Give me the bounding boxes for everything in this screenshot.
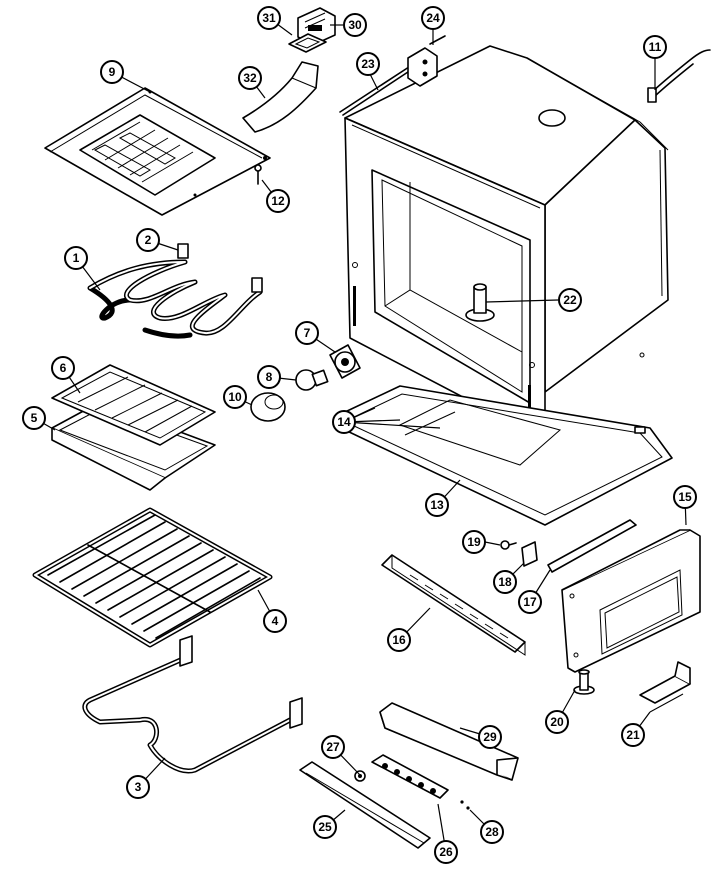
callout-17: 17	[518, 590, 542, 614]
callout-5: 5	[22, 406, 46, 430]
callout-12: 12	[266, 189, 290, 213]
callout-11: 11	[643, 35, 667, 59]
part-20-leveling-leg	[573, 669, 595, 695]
svg-text:12: 12	[271, 194, 285, 208]
callout-23: 23	[356, 52, 380, 76]
part-21-anti-tip-bracket	[639, 661, 691, 713]
callout-16: 16	[387, 628, 411, 652]
part-17-strip	[547, 519, 637, 573]
callout-1: 1	[64, 246, 88, 270]
svg-text:21: 21	[626, 728, 640, 742]
callout-21: 21	[621, 723, 645, 747]
svg-text:24: 24	[426, 11, 440, 25]
part-26-switch-bank	[371, 754, 449, 799]
callout-30: 30	[343, 13, 367, 37]
svg-text:28: 28	[485, 825, 499, 839]
oven-cavity	[344, 45, 669, 441]
callout-29: 29	[478, 725, 502, 749]
svg-text:4: 4	[272, 614, 279, 628]
callout-14: 14	[332, 410, 356, 434]
svg-text:1: 1	[73, 251, 80, 265]
callout-32: 32	[238, 66, 262, 90]
part-29-control-panel	[379, 702, 519, 781]
part-7-light-socket	[329, 344, 361, 379]
part-25-trim	[299, 761, 431, 849]
part-1-broil-element	[87, 243, 263, 339]
part-6-broiler-grid	[51, 364, 216, 446]
callout-22: 22	[558, 288, 582, 312]
svg-text:13: 13	[430, 498, 444, 512]
svg-text:8: 8	[266, 370, 273, 384]
svg-text:2: 2	[145, 233, 152, 247]
callout-6: 6	[51, 356, 75, 380]
part-23-rod	[339, 64, 415, 116]
svg-text:9: 9	[109, 65, 116, 79]
part-15-drawer-front	[561, 529, 701, 673]
svg-text:14: 14	[337, 415, 351, 429]
svg-text:16: 16	[392, 633, 406, 647]
part-4-oven-rack	[32, 507, 273, 648]
part-12-screw	[254, 164, 262, 185]
callout-8: 8	[257, 365, 281, 389]
part-31-gasket	[288, 33, 327, 53]
svg-text:15: 15	[678, 490, 692, 504]
part-8-light-bulb	[295, 369, 329, 391]
callout-28: 28	[480, 820, 504, 844]
callout-2: 2	[136, 228, 160, 252]
callout-25: 25	[313, 815, 337, 839]
part-18-bracket	[521, 541, 538, 567]
callout-31: 31	[257, 6, 281, 30]
part-24-hinge	[407, 35, 446, 87]
callout-4: 4	[263, 609, 287, 633]
callout-3: 3	[126, 775, 150, 799]
callout-24: 24	[421, 6, 445, 30]
callout-19: 19	[462, 530, 486, 554]
part-9-broiler-plate	[44, 87, 271, 216]
part-10-lens	[250, 392, 286, 422]
callout-27: 27	[321, 735, 345, 759]
svg-text:3: 3	[135, 780, 142, 794]
svg-text:32: 32	[243, 71, 257, 85]
part-32-duct	[242, 61, 319, 133]
svg-text:23: 23	[361, 57, 375, 71]
part-3-bake-element	[82, 635, 303, 774]
part-28-screw	[460, 800, 470, 810]
svg-text:5: 5	[31, 411, 38, 425]
part-19-screw	[500, 540, 517, 550]
svg-text:26: 26	[439, 845, 453, 859]
svg-text:30: 30	[348, 18, 362, 32]
svg-text:7: 7	[304, 326, 311, 340]
callout-18: 18	[493, 570, 517, 594]
svg-text:27: 27	[326, 740, 340, 754]
svg-text:25: 25	[318, 820, 332, 834]
callout-7: 7	[295, 321, 319, 345]
callout-26: 26	[434, 840, 458, 864]
svg-text:18: 18	[498, 575, 512, 589]
callout-13: 13	[425, 493, 449, 517]
part-16-vent-panel	[381, 554, 526, 656]
part-27-knob	[354, 770, 366, 782]
svg-text:6: 6	[60, 361, 67, 375]
svg-text:10: 10	[228, 390, 242, 404]
callout-20: 20	[545, 710, 569, 734]
svg-text:22: 22	[563, 293, 577, 307]
svg-text:20: 20	[550, 715, 564, 729]
svg-text:17: 17	[523, 595, 537, 609]
callout-10: 10	[223, 385, 247, 409]
callout-9: 9	[100, 60, 124, 84]
part-13-bottom-panel	[344, 385, 673, 526]
callout-15: 15	[673, 485, 697, 509]
part-22-element-support	[465, 283, 495, 322]
svg-text:11: 11	[649, 40, 662, 54]
svg-text:31: 31	[262, 11, 276, 25]
svg-text:29: 29	[483, 730, 497, 744]
part-11-wire-harness	[647, 49, 711, 103]
svg-text:19: 19	[467, 535, 481, 549]
